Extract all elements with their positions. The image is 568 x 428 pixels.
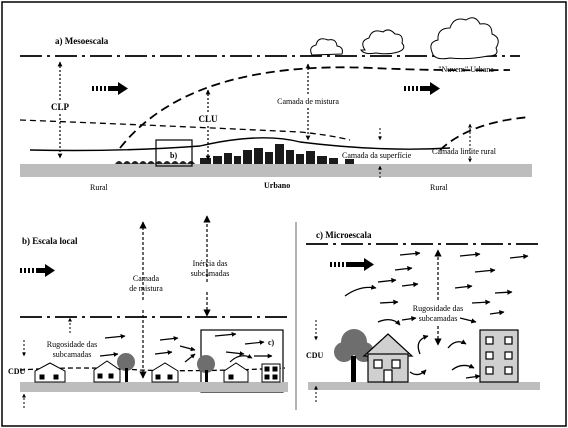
wind-arrow-left (92, 82, 128, 95)
panel-b-local-scale: b) Escala local Camada de mistura Inérci… (8, 215, 288, 408)
rural-boundary-line (439, 116, 531, 151)
cloud-icon (310, 38, 343, 56)
mixing-layer-label: Camada de mistura (277, 97, 339, 106)
panel-c-microscale: c) Microescala Rugosidade das subcamadas (306, 230, 540, 402)
clu-label: CLU (198, 114, 218, 124)
roughness-label-bg (32, 338, 112, 360)
mixing-label-1: Camada (133, 274, 160, 283)
ground-strip-b (20, 382, 288, 392)
rural-layer-label: Camada limite rural (432, 147, 497, 156)
wind-arrow-right (404, 82, 440, 95)
wind-arrow-c (330, 258, 374, 271)
cdu-label-b: CDU (8, 367, 26, 376)
roughness-label-2: subcamadas (53, 350, 92, 359)
cdu-label-c: CDU (306, 351, 324, 360)
roughness-label-1: Rugosidade das (47, 340, 97, 349)
clu-label-bg (197, 112, 219, 124)
micro-roughness-bg (404, 302, 474, 324)
ground-strip-c (308, 382, 540, 390)
tree-trunk (125, 368, 128, 382)
flow-arrows-c (344, 250, 529, 380)
inertia-label-1: Inércia das (193, 259, 228, 268)
city-skyline (200, 144, 354, 164)
surface-layer-label: Camada da superfície (342, 151, 412, 160)
urban-label: Urbano (264, 181, 290, 190)
flow-arrows-b (99, 332, 273, 363)
tree-icon (197, 355, 215, 373)
panel-b-title: b) Escala local (22, 236, 78, 246)
clp-label: CLP (51, 102, 70, 112)
tree-trunk (205, 370, 208, 382)
inertia-label-2: subcamadas (191, 269, 230, 278)
mixing-label-2: de mistura (129, 284, 163, 293)
tree-trunk (351, 356, 356, 382)
tree-icon (117, 353, 135, 371)
box-c-label: c) (268, 338, 275, 347)
box-b-marker (155, 139, 193, 167)
clp-label-bg (49, 100, 71, 112)
suburb-trees (115, 161, 195, 164)
cloud-icon (430, 17, 499, 60)
micro-roughness-label-1: Rugosidade das (413, 304, 463, 313)
ubl-dome-line (119, 66, 511, 149)
surface-layer-line (29, 137, 451, 152)
building-icon (479, 329, 519, 383)
wind-arrow-b (20, 264, 55, 277)
rural-layer-line-left (19, 119, 351, 141)
houses-row (34, 360, 281, 383)
ground-strip (20, 164, 532, 177)
house-icon (362, 333, 414, 383)
panel-a-title: a) Mesoescala (55, 36, 109, 46)
mixing-label-bg (268, 95, 348, 106)
panel-c-title: c) Microescala (316, 230, 372, 240)
cloud-icon (360, 29, 405, 55)
micro-roughness-label-2: subcamadas (419, 314, 458, 323)
panel-a-mesoscale: a) Mesoescala b) (19, 17, 532, 192)
rural-left-label: Rural (90, 183, 109, 192)
rural-right-label: Rural (430, 183, 449, 192)
box-b-label: b) (170, 151, 177, 160)
urban-cloud-label: "Nuvem" Urbana (438, 65, 494, 74)
